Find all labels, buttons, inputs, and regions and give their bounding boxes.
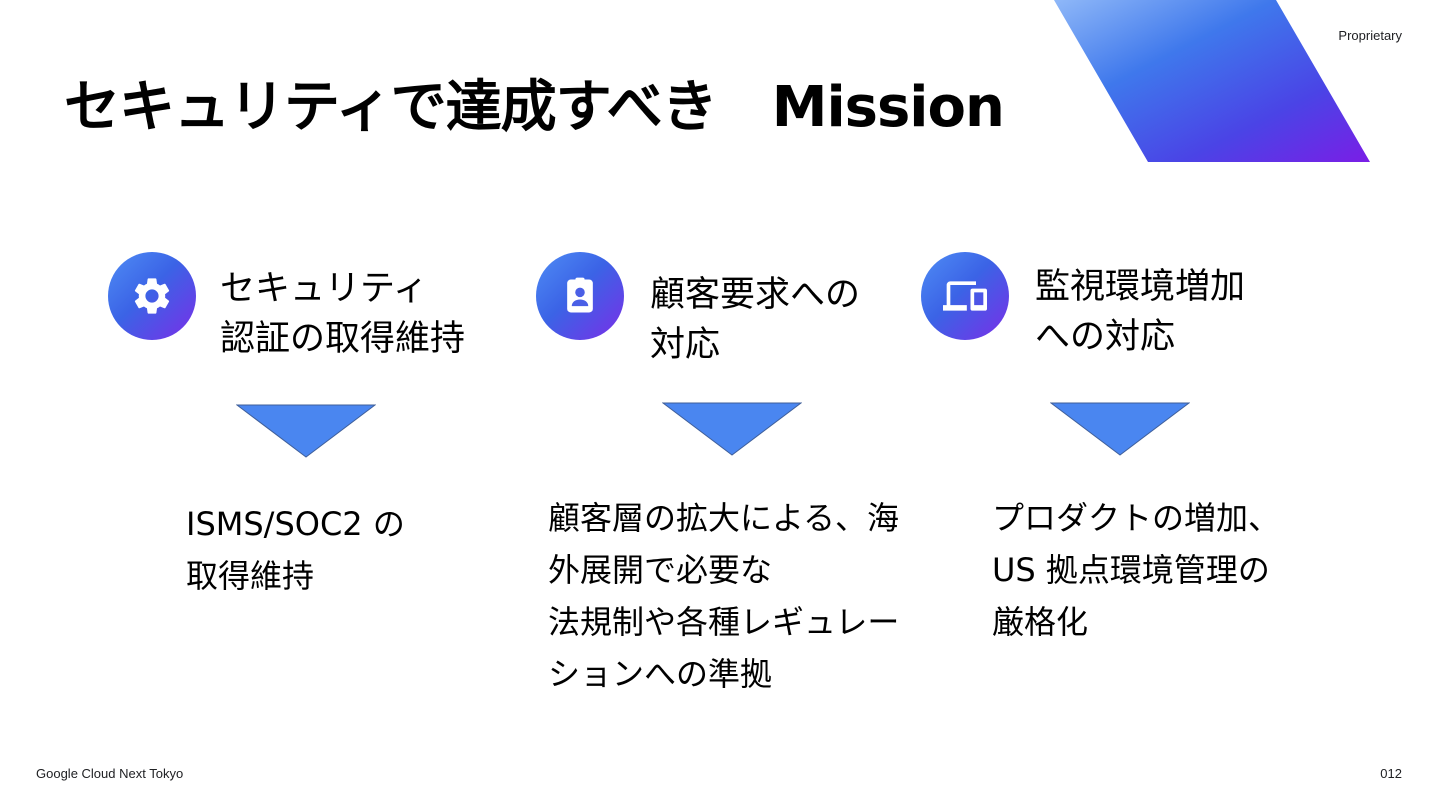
- detail-line: 法規制や各種レギュレー: [548, 603, 900, 641]
- detail-line: 厳格化: [992, 603, 1089, 641]
- detail-text: 顧客層の拡大による、海 外展開で必要な 法規制や各種レギュレー ションへの準拠: [548, 492, 899, 700]
- page-number: 012: [1380, 766, 1402, 781]
- down-arrow-icon: [236, 404, 376, 458]
- heading-line: 対応: [650, 325, 721, 365]
- detail-line: プロダクトの増加、: [992, 499, 1281, 537]
- footer-event-name: Google Cloud Next Tokyo: [36, 766, 184, 781]
- detail-text: ISMS/SOC2 の 取得維持: [186, 498, 405, 602]
- detail-line: 顧客層の拡大による、海: [548, 499, 900, 537]
- page-title: セキュリティで達成すべき Mission: [64, 75, 1005, 140]
- heading-line: セキュリティ: [220, 269, 428, 309]
- icon-circle: [536, 252, 624, 340]
- column-heading: セキュリティ 認証の取得維持: [220, 264, 465, 364]
- devices-icon: [943, 281, 987, 311]
- column-heading: 顧客要求への 対応: [650, 270, 860, 370]
- heading-line: 顧客要求への: [650, 275, 861, 315]
- detail-line: 外展開で必要な: [548, 551, 773, 589]
- down-arrow-icon: [662, 402, 802, 456]
- down-arrow-icon: [1050, 402, 1190, 456]
- detail-line: ISMS/SOC2 の: [186, 505, 405, 543]
- column-heading: 監視環境増加 への対応: [1035, 262, 1245, 362]
- decorative-gradient-shape: [1054, 0, 1370, 162]
- detail-text: プロダクトの増加、 US 拠点環境管理の 厳格化: [992, 492, 1280, 648]
- heading-line: 監視環境増加: [1035, 267, 1246, 307]
- icon-circle: [921, 252, 1009, 340]
- detail-line: ションへの準拠: [548, 655, 773, 693]
- proprietary-label: Proprietary: [1338, 28, 1402, 43]
- gear-icon: [134, 278, 170, 314]
- detail-line: 取得維持: [186, 557, 315, 595]
- detail-line: US 拠点環境管理の: [992, 551, 1270, 589]
- heading-line: への対応: [1035, 317, 1176, 357]
- badge-icon: [567, 277, 593, 313]
- icon-circle: [108, 252, 196, 340]
- heading-line: 認証の取得維持: [220, 319, 466, 359]
